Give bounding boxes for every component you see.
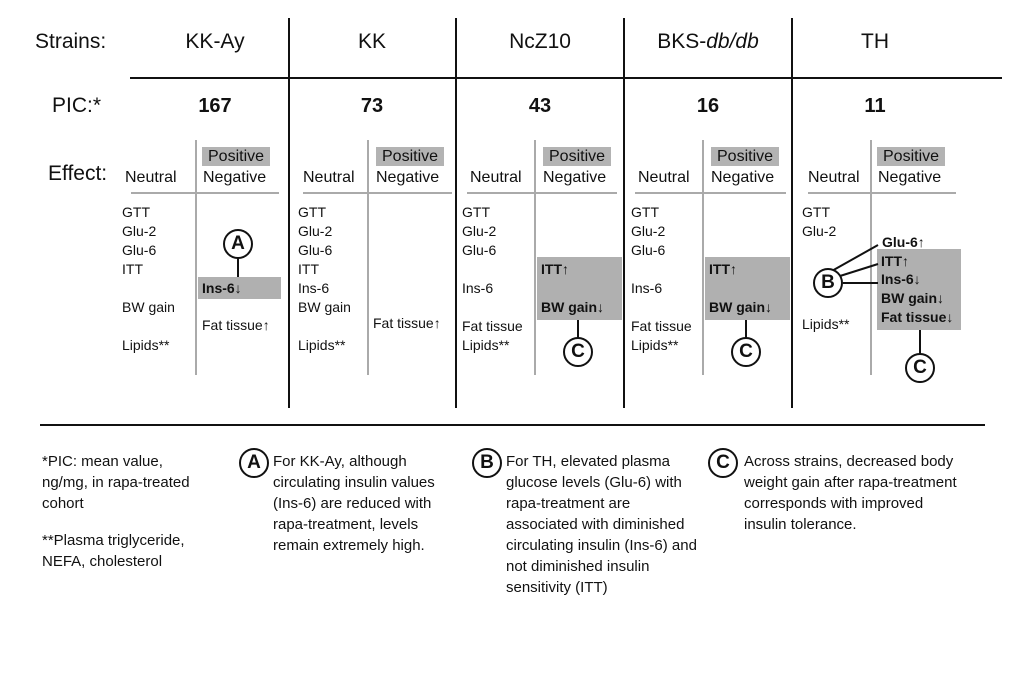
marker-c: C xyxy=(731,337,761,367)
note-lipids: **Plasma triglyceride, NEFA, cholesterol xyxy=(42,532,185,570)
pic-value: 16 xyxy=(696,95,720,117)
effect-item: ITT↑ xyxy=(881,253,909,269)
effect-item: Fat tissue↑ xyxy=(202,317,270,333)
neutral-item: Lipids** xyxy=(122,337,170,353)
neutral-item: Ins-6 xyxy=(631,280,663,296)
neutral-item: Ins-6 xyxy=(462,280,494,296)
neutral-item: GTT xyxy=(462,204,490,220)
marker-b: B xyxy=(813,268,843,298)
pic-value: 11 xyxy=(864,95,886,117)
neutral-item: Glu-6 xyxy=(631,242,666,258)
strain-name: NcZ10 xyxy=(509,30,571,53)
negative-header: Negative xyxy=(711,169,775,186)
positive-box xyxy=(198,277,281,299)
positive-header: Positive xyxy=(543,147,612,166)
neutral-header: Neutral xyxy=(470,169,522,186)
neutral-header: Neutral xyxy=(303,169,355,186)
note-a: For KK-Ay, although circulating insulin … xyxy=(273,453,435,554)
neutral-item: Fat tissue xyxy=(462,318,523,334)
strain-name-italic: db/db xyxy=(706,30,759,53)
neutral-item: Glu-6 xyxy=(462,242,497,258)
neutral-item: Fat tissue xyxy=(631,318,692,334)
neutral-item: Glu-2 xyxy=(298,223,333,239)
pic-value: 167 xyxy=(198,95,232,117)
neutral-item: Glu-2 xyxy=(462,223,497,239)
note-pic: *PIC: mean value, ng/mg, in rapa-treated… xyxy=(42,453,190,512)
marker-c: C xyxy=(563,337,593,367)
positive-box xyxy=(537,257,622,320)
effect-item: Fat tissue↓ xyxy=(881,309,954,325)
strains-label: Strains: xyxy=(35,30,107,53)
effect-item: BW gain↓ xyxy=(881,290,944,306)
pic-value: 43 xyxy=(528,95,552,117)
neutral-item: Lipids** xyxy=(298,337,346,353)
neutral-item: BW gain xyxy=(122,299,175,315)
note-b: For TH, elevated plasma glucose levels (… xyxy=(506,453,697,596)
neutral-item: Glu-2 xyxy=(631,223,666,239)
negative-header: Negative xyxy=(203,169,267,186)
positive-box xyxy=(705,257,790,320)
neutral-header: Neutral xyxy=(808,169,860,186)
neutral-item: Glu-6 xyxy=(298,242,333,258)
negative-header: Negative xyxy=(878,169,942,186)
marker-a: A xyxy=(223,229,253,259)
neutral-item: GTT xyxy=(298,204,326,220)
effect-label: Effect: xyxy=(48,162,108,185)
marker-c: C xyxy=(905,353,935,383)
neutral-item: Lipids** xyxy=(802,316,850,332)
neutral-item: Lipids** xyxy=(462,337,510,353)
neutral-item: Ins-6 xyxy=(298,280,330,296)
strain-name: TH xyxy=(861,30,889,53)
negative-header: Negative xyxy=(543,169,607,186)
neutral-item: Glu-2 xyxy=(802,223,837,239)
strain-name-prefix: BKS- xyxy=(657,30,707,53)
effect-item: ITT↑ xyxy=(709,261,737,277)
neutral-item: Glu-6 xyxy=(122,242,157,258)
pic-value: 73 xyxy=(360,95,384,117)
marker-b: B xyxy=(472,448,502,478)
neutral-header: Neutral xyxy=(638,169,690,186)
negative-header: Negative xyxy=(376,169,440,186)
strain-name: BKS-db/db xyxy=(657,30,759,54)
effect-item: Ins-6↓ xyxy=(881,271,921,287)
neutral-item: ITT xyxy=(298,261,319,277)
pic-label: PIC:* xyxy=(52,94,102,117)
effect-item: Glu-6↑ xyxy=(882,234,925,250)
neutral-item: Lipids** xyxy=(631,337,679,353)
neutral-header: Neutral xyxy=(125,169,177,186)
neutral-item: ITT xyxy=(122,261,143,277)
note-c: Across strains, decreased body weight ga… xyxy=(744,453,957,533)
positive-header: Positive xyxy=(711,147,780,166)
effect-item: BW gain↓ xyxy=(709,299,772,315)
positive-header: Positive xyxy=(202,147,271,166)
marker-c: C xyxy=(708,448,738,478)
effect-item: Ins-6↓ xyxy=(202,280,242,296)
effect-item: BW gain↓ xyxy=(541,299,604,315)
effect-item: ITT↑ xyxy=(541,261,569,277)
neutral-item: GTT xyxy=(122,204,150,220)
neutral-item: GTT xyxy=(802,204,830,220)
positive-header: Positive xyxy=(376,147,445,166)
neutral-item: GTT xyxy=(631,204,659,220)
marker-a: A xyxy=(239,448,269,478)
positive-header: Positive xyxy=(877,147,946,166)
strain-name: KK-Ay xyxy=(185,30,245,53)
neutral-item: BW gain xyxy=(298,299,351,315)
neutral-item: Glu-2 xyxy=(122,223,157,239)
positive-box xyxy=(877,249,961,330)
effect-item: Fat tissue↑ xyxy=(373,315,441,331)
strain-name: KK xyxy=(357,30,387,53)
